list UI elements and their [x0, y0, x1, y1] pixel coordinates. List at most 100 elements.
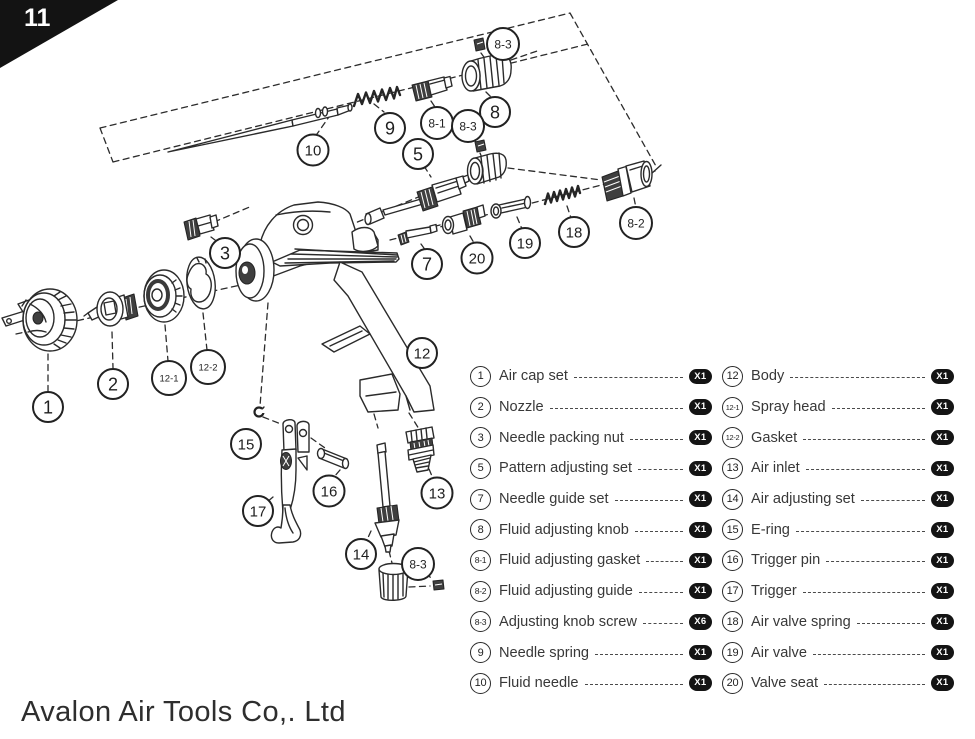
part-body — [235, 201, 435, 413]
leader-dots — [638, 592, 683, 594]
leader-dots — [795, 530, 925, 532]
leader-dots — [629, 438, 683, 440]
part-number-badge: 8 — [470, 519, 491, 541]
callout-8-2: 8-2 — [619, 206, 653, 240]
part-number-badge: 14 — [722, 488, 743, 510]
quantity-badge: X1 — [930, 552, 954, 569]
svg-text:3: 3 — [220, 243, 230, 263]
part-needle-spring — [352, 85, 402, 108]
part-number-badge: 20 — [722, 672, 743, 694]
quantity-badge: X1 — [930, 429, 954, 446]
part-number-badge: 13 — [722, 457, 743, 479]
leader-dots — [824, 684, 925, 686]
quantity-badge: X1 — [930, 644, 954, 661]
svg-text:20: 20 — [469, 250, 486, 267]
part-number-badge: 18 — [722, 611, 743, 633]
svg-text:5: 5 — [413, 144, 423, 164]
part-fluid-needle — [167, 103, 353, 153]
svg-text:8-3: 8-3 — [459, 119, 477, 133]
part-spray-head — [143, 269, 185, 323]
part-number-badge: 19 — [722, 642, 743, 664]
part-number-badge: 15 — [722, 519, 743, 541]
quantity-badge: X1 — [688, 368, 712, 385]
part-name: Nozzle — [499, 399, 544, 416]
callout-14: 14 — [345, 538, 377, 570]
callout-16: 16 — [312, 474, 346, 508]
part-air-valve-spring — [543, 184, 582, 206]
part-number-badge: 9 — [470, 642, 491, 664]
part-needle-guide-set — [397, 223, 441, 246]
callout-13: 13 — [420, 476, 454, 510]
leader-dots — [860, 500, 925, 502]
part-number-badge: 5 — [470, 457, 491, 479]
part-air-cap-set — [1, 288, 78, 352]
svg-text:18: 18 — [566, 224, 583, 241]
svg-text:12: 12 — [414, 345, 431, 362]
callout-18: 18 — [558, 216, 590, 248]
part-number-badge: 8-2 — [470, 580, 491, 602]
part-name: Air valve spring — [751, 613, 851, 630]
part-name: Fluid adjusting knob — [499, 521, 629, 538]
part-number-badge: 16 — [722, 549, 743, 571]
part-pattern-adjusting-knob — [466, 139, 507, 185]
part-needle-packing-nut — [183, 214, 219, 241]
svg-text:15: 15 — [238, 436, 255, 453]
part-adjusting-knob-screw-top — [473, 37, 486, 52]
leader-dots — [831, 408, 925, 410]
svg-text:8-2: 8-2 — [627, 216, 645, 230]
quantity-badge: X1 — [930, 491, 954, 507]
svg-text:8-3: 8-3 — [494, 37, 512, 51]
part-trigger — [270, 419, 310, 544]
svg-text:19: 19 — [517, 235, 534, 252]
svg-text:17: 17 — [250, 503, 267, 520]
part-name: Spray head — [751, 399, 826, 416]
callout-9: 9 — [374, 112, 406, 144]
part-valve-seat — [441, 204, 486, 235]
callout-2: 2 — [97, 368, 129, 400]
callout-8-1: 8-1 — [420, 106, 454, 140]
part-number-badge: 3 — [470, 427, 491, 449]
callout-19: 19 — [509, 227, 541, 259]
callout-5: 5 — [402, 138, 434, 170]
quantity-badge: X1 — [688, 644, 712, 661]
svg-text:7: 7 — [422, 254, 432, 274]
part-fluid-adjusting-guide — [601, 160, 653, 202]
svg-text:16: 16 — [321, 483, 338, 500]
quantity-badge: X1 — [688, 552, 712, 569]
callout-8-3-bottom: 8-3 — [401, 547, 435, 581]
quantity-badge: X1 — [930, 460, 954, 477]
part-pattern-adjusting-set — [364, 174, 470, 226]
part-number-badge: 10 — [470, 672, 491, 694]
svg-text:2: 2 — [108, 374, 118, 394]
svg-text:12-1: 12-1 — [159, 373, 178, 384]
callout-17: 17 — [242, 495, 274, 527]
part-name: Air valve — [751, 644, 807, 661]
part-air-valve — [490, 195, 532, 219]
callout-12-1: 12-1 — [151, 360, 187, 396]
svg-text:8-3: 8-3 — [409, 557, 427, 571]
parts-list-row: 19 Air valve X1 — [722, 637, 954, 668]
part-number-badge: 1 — [470, 365, 491, 387]
part-name: Fluid adjusting guide — [499, 583, 633, 600]
callout-15: 15 — [230, 428, 262, 460]
leader-dots — [803, 438, 925, 440]
callout-8-3-mid: 8-3 — [451, 109, 485, 143]
leader-dots — [595, 653, 683, 655]
